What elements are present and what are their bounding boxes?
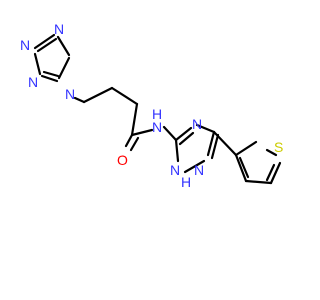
molecule-diagram: N N N N O N H N N N H S: [20, 21, 283, 190]
bonds: [33, 33, 282, 185]
atom-labels: N N N N O N H N N N H S: [20, 21, 283, 190]
amide-oxygen-label: O: [117, 152, 128, 168]
structure-svg: N N N N O N H N N N H S: [20, 21, 283, 190]
tetrazole-n4-label: N: [65, 86, 75, 102]
triazole-nh-label: N: [194, 162, 204, 178]
amide-n-label: N: [152, 119, 162, 135]
thiophene-sulfur-label: S: [274, 139, 283, 155]
amide-h-label: H: [152, 106, 162, 122]
tetrazole-n3-label: N: [28, 74, 38, 90]
triazole-n-top-label: N: [192, 116, 202, 132]
tetrazole-n2-label: N: [54, 21, 64, 37]
tetrazole-n1-label: N: [20, 37, 30, 53]
triazole-n-left-label: N: [170, 162, 180, 178]
triazole-h-label: H: [181, 174, 191, 190]
